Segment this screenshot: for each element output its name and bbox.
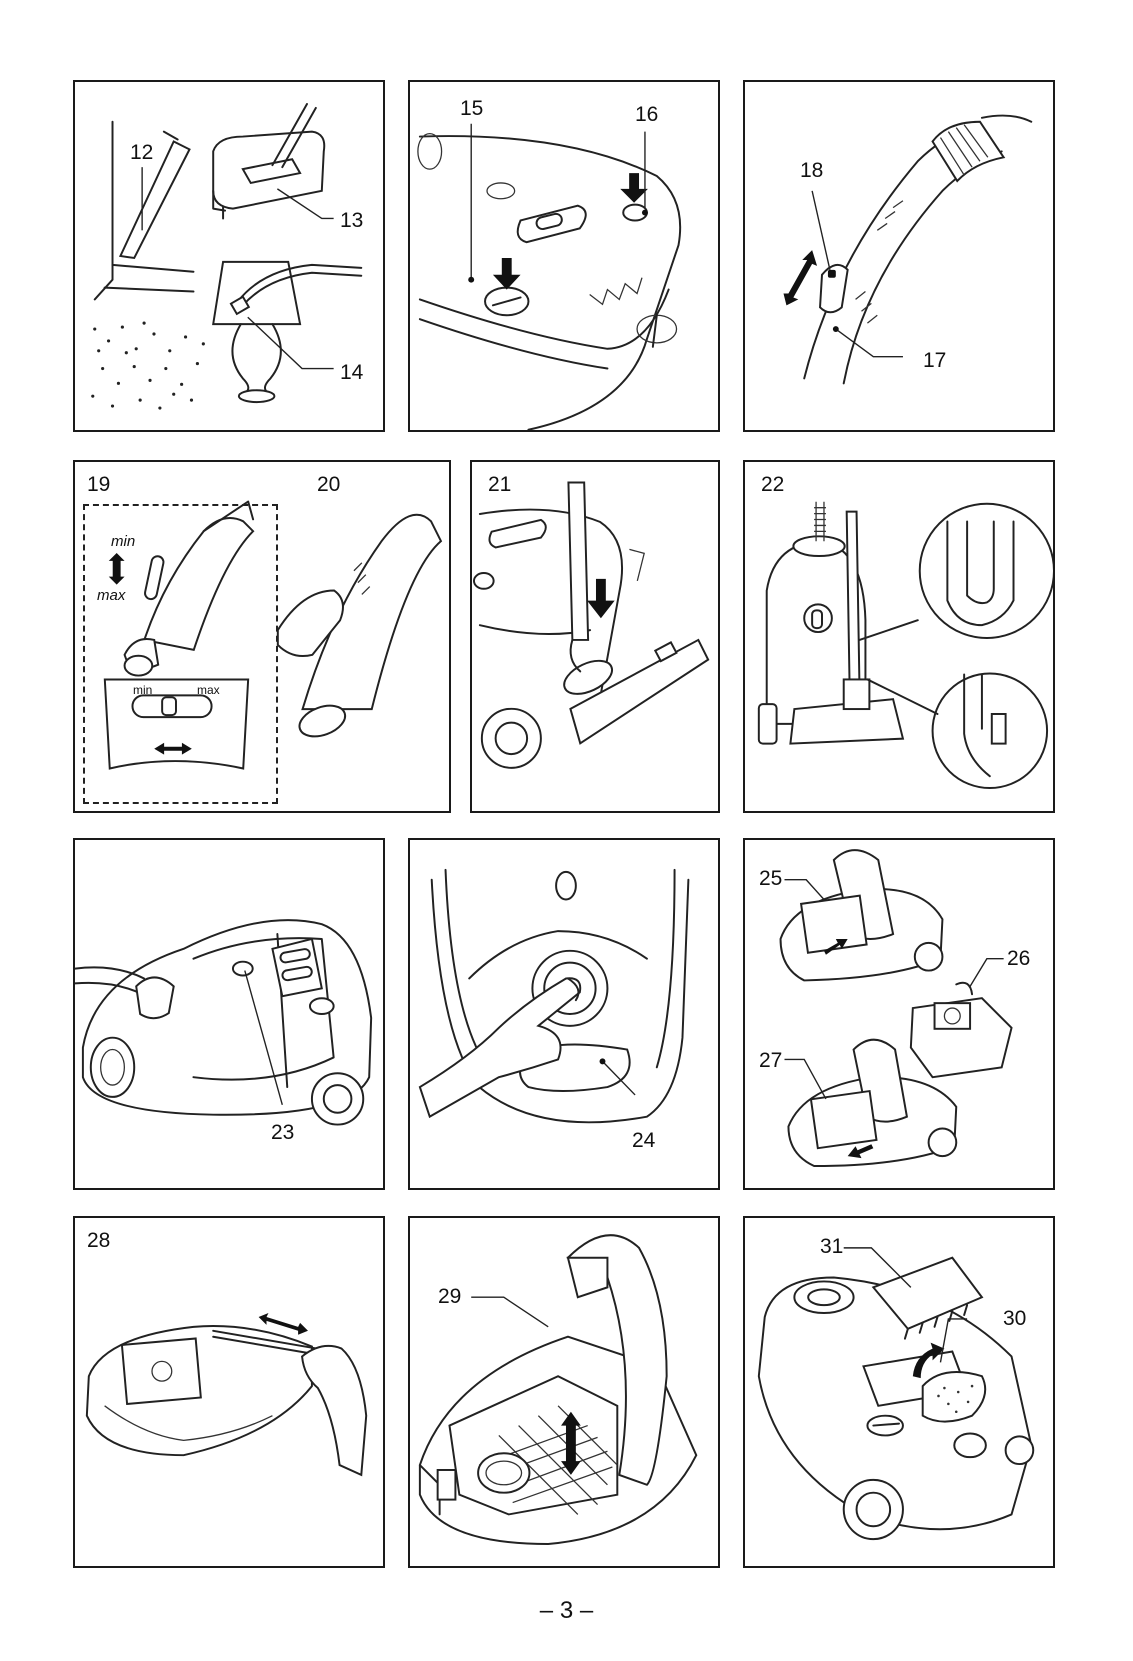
label-13: 13	[340, 210, 363, 231]
illustration-nozzles	[75, 82, 383, 430]
panel-fig-28: 28	[73, 1216, 385, 1568]
label-20: 20	[317, 474, 340, 495]
panel-fig-21: 21	[470, 460, 720, 813]
panel-fig-19-20: 19 20 min max min max	[73, 460, 451, 813]
panel-fig-15-16: 15 16	[408, 80, 720, 432]
label-19: 19	[87, 474, 110, 495]
label-27: 27	[759, 1050, 782, 1071]
label-17: 17	[923, 350, 946, 371]
panel-fig-22: 22	[743, 460, 1055, 813]
label-18: 18	[800, 160, 823, 181]
panel-fig-12-13-14: 12 13 14	[73, 80, 385, 432]
panel-fig-30-31: 31 30	[743, 1216, 1055, 1568]
illustration-cover-release	[410, 840, 718, 1188]
label-12: 12	[130, 142, 153, 163]
dial-min-label: min	[133, 684, 152, 696]
min-label: min	[111, 534, 135, 549]
panel-fig-29: 29	[408, 1216, 720, 1568]
panel-fig-23: 23	[73, 838, 385, 1190]
label-25: 25	[759, 868, 782, 889]
illustration-tube-parking	[472, 462, 718, 811]
label-15: 15	[460, 98, 483, 119]
illustration-dust-bag-replacement	[745, 840, 1053, 1188]
page-number: – 3 –	[0, 1597, 1133, 1625]
label-28: 28	[87, 1230, 110, 1251]
illustration-dust-bag-indicator	[75, 840, 383, 1188]
panel-fig-25-26-27: 25 26 27	[743, 838, 1055, 1190]
panel-fig-24: 24	[408, 838, 720, 1190]
panel-fig-17-18: 18 17	[743, 80, 1055, 432]
illustration-hose-air-regulator	[745, 82, 1053, 430]
label-23: 23	[271, 1122, 294, 1143]
max-label: max	[97, 588, 125, 603]
label-31: 31	[820, 1236, 843, 1257]
label-24: 24	[632, 1130, 655, 1151]
label-26: 26	[1007, 948, 1030, 969]
label-22: 22	[761, 474, 784, 495]
illustration-motor-filter	[745, 1218, 1053, 1566]
label-21: 21	[488, 474, 511, 495]
label-30: 30	[1003, 1308, 1026, 1329]
label-16: 16	[635, 104, 658, 125]
illustration-handle-power-control	[75, 462, 449, 811]
illustration-cable-rewind	[410, 82, 718, 430]
illustration-bag-holder	[410, 1218, 718, 1566]
dial-max-label: max	[197, 684, 220, 696]
label-14: 14	[340, 362, 363, 383]
label-29: 29	[438, 1286, 461, 1307]
illustration-dust-bag-seal	[75, 1218, 383, 1566]
illustration-upright-storage	[745, 462, 1053, 811]
